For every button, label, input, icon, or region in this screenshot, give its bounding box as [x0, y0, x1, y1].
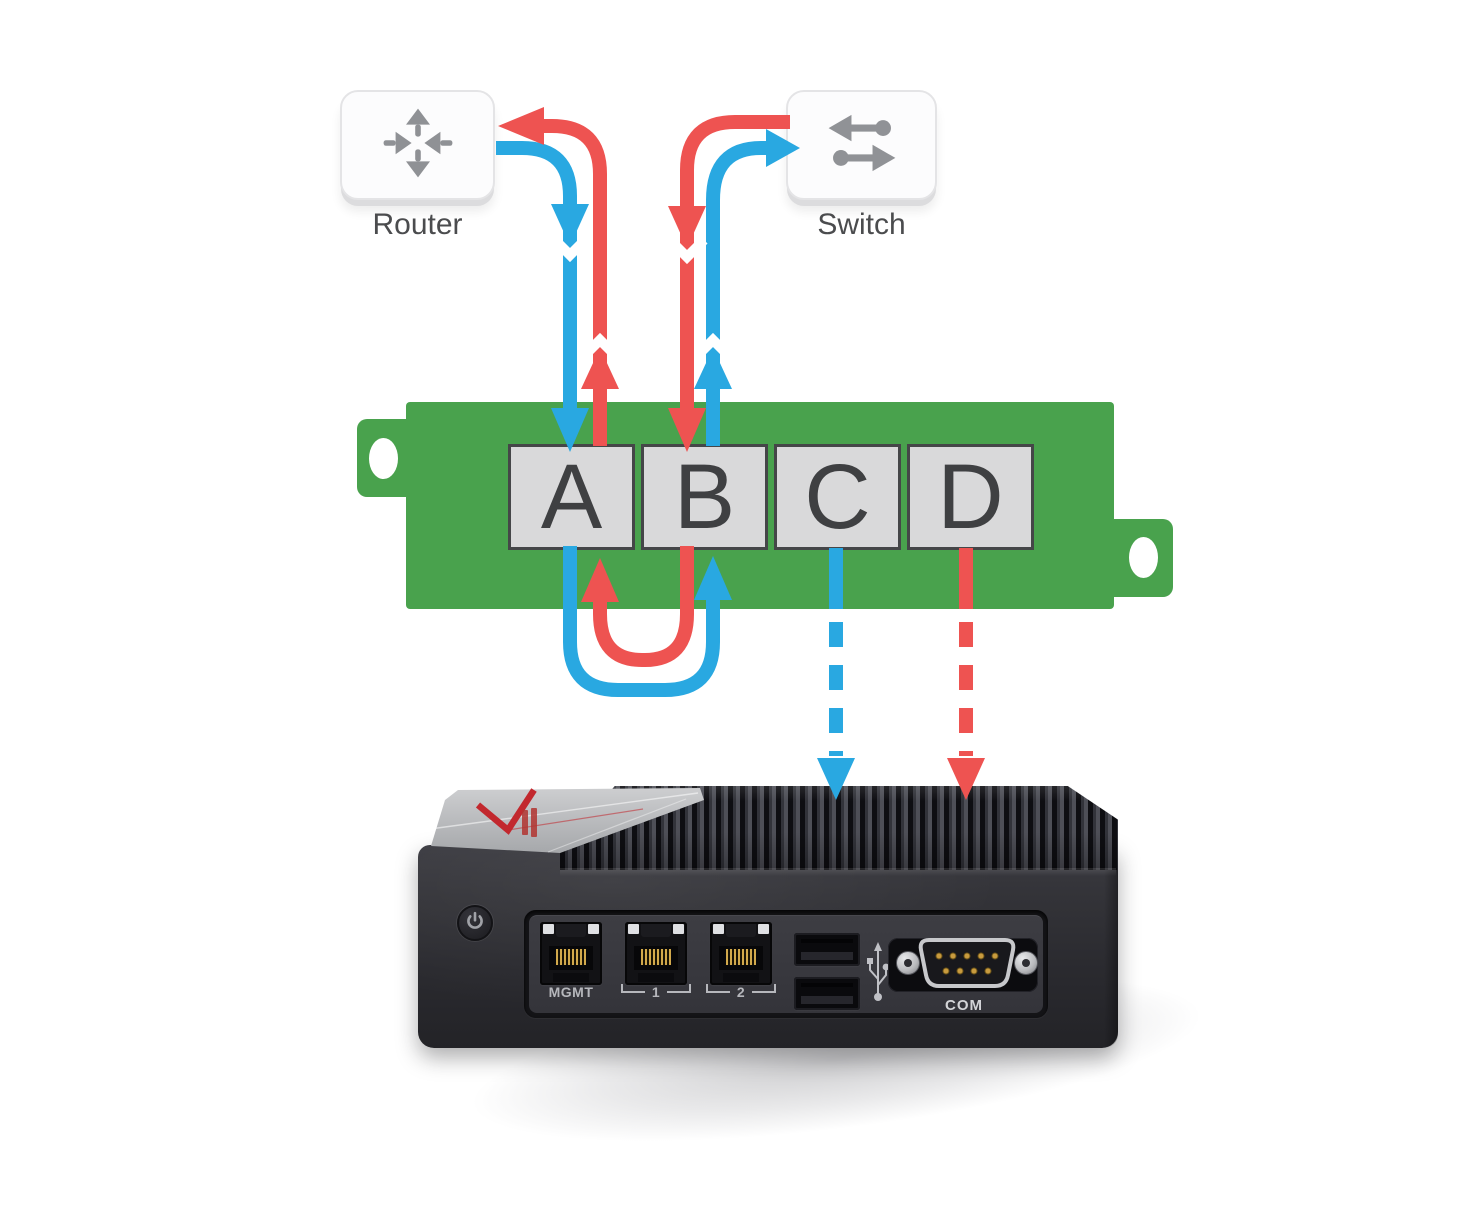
- power-button: [457, 905, 493, 941]
- rj45-pins: [634, 946, 678, 970]
- port-square-b: B: [641, 444, 768, 550]
- rj45-slot: [723, 973, 759, 982]
- rj45-clip: [641, 924, 671, 937]
- flow-blue-router-to-a: [496, 141, 577, 410]
- led-indicator: [588, 924, 599, 934]
- serial-port-com: [896, 938, 1038, 988]
- switch-label: Switch: [817, 208, 906, 241]
- db9-shell: [918, 938, 1016, 988]
- port-letter-a: A: [540, 446, 603, 548]
- brand-mark: [522, 808, 537, 837]
- appliance-top-panel: [429, 788, 704, 853]
- port-label-mgmt: MGMT: [548, 984, 594, 1000]
- rj45-pins: [719, 946, 763, 970]
- rj45-port-1: [625, 922, 687, 985]
- port-square-a: A: [508, 444, 635, 550]
- rj45-clip: [556, 924, 586, 937]
- led-indicator: [673, 924, 684, 934]
- port-label-1: 1: [617, 984, 695, 1000]
- usb-port-top: [794, 933, 860, 966]
- router-icon: [378, 103, 458, 188]
- port-label-2: 2: [702, 984, 780, 1000]
- appliance-top-bevel: [560, 868, 1116, 876]
- port-letter-d: D: [937, 446, 1004, 548]
- flow-red-switch-to-b: [680, 115, 790, 410]
- rj45-pins: [549, 946, 593, 970]
- led-indicator: [758, 924, 769, 934]
- port-square-d: D: [907, 444, 1034, 550]
- led-indicator: [543, 924, 554, 934]
- led-indicator: [713, 924, 724, 934]
- switch-icon: [818, 107, 906, 184]
- rj45-clip: [726, 924, 756, 937]
- bracket-line: [705, 984, 730, 993]
- rj45-port-2: [710, 922, 772, 985]
- rj45-port-mgmt: [540, 922, 602, 985]
- port-letter-c: C: [804, 446, 871, 548]
- usb-icon: [867, 942, 890, 1001]
- rj45-slot: [553, 973, 589, 982]
- port-recess-panel: MGMT 1 2: [529, 915, 1043, 1014]
- usb-port-bottom: [794, 977, 860, 1010]
- port-square-c: C: [774, 444, 901, 550]
- bracket-line: [752, 984, 777, 993]
- led-indicator: [628, 924, 639, 934]
- power-icon: [465, 911, 485, 936]
- tap-mount-hole-left: [369, 438, 398, 479]
- rj45-slot: [638, 973, 674, 982]
- flow-red-a-to-router: [544, 119, 607, 446]
- com-label: COM: [945, 997, 983, 1014]
- switch-node: [786, 90, 937, 200]
- bracket-line: [667, 984, 692, 993]
- bracket-line: [620, 984, 645, 993]
- router-node: [340, 90, 495, 200]
- port-recess: MGMT 1 2: [524, 910, 1048, 1018]
- tap-mount-hole-right: [1129, 537, 1158, 578]
- router-label: Router: [372, 208, 463, 241]
- port-letter-b: B: [673, 446, 736, 548]
